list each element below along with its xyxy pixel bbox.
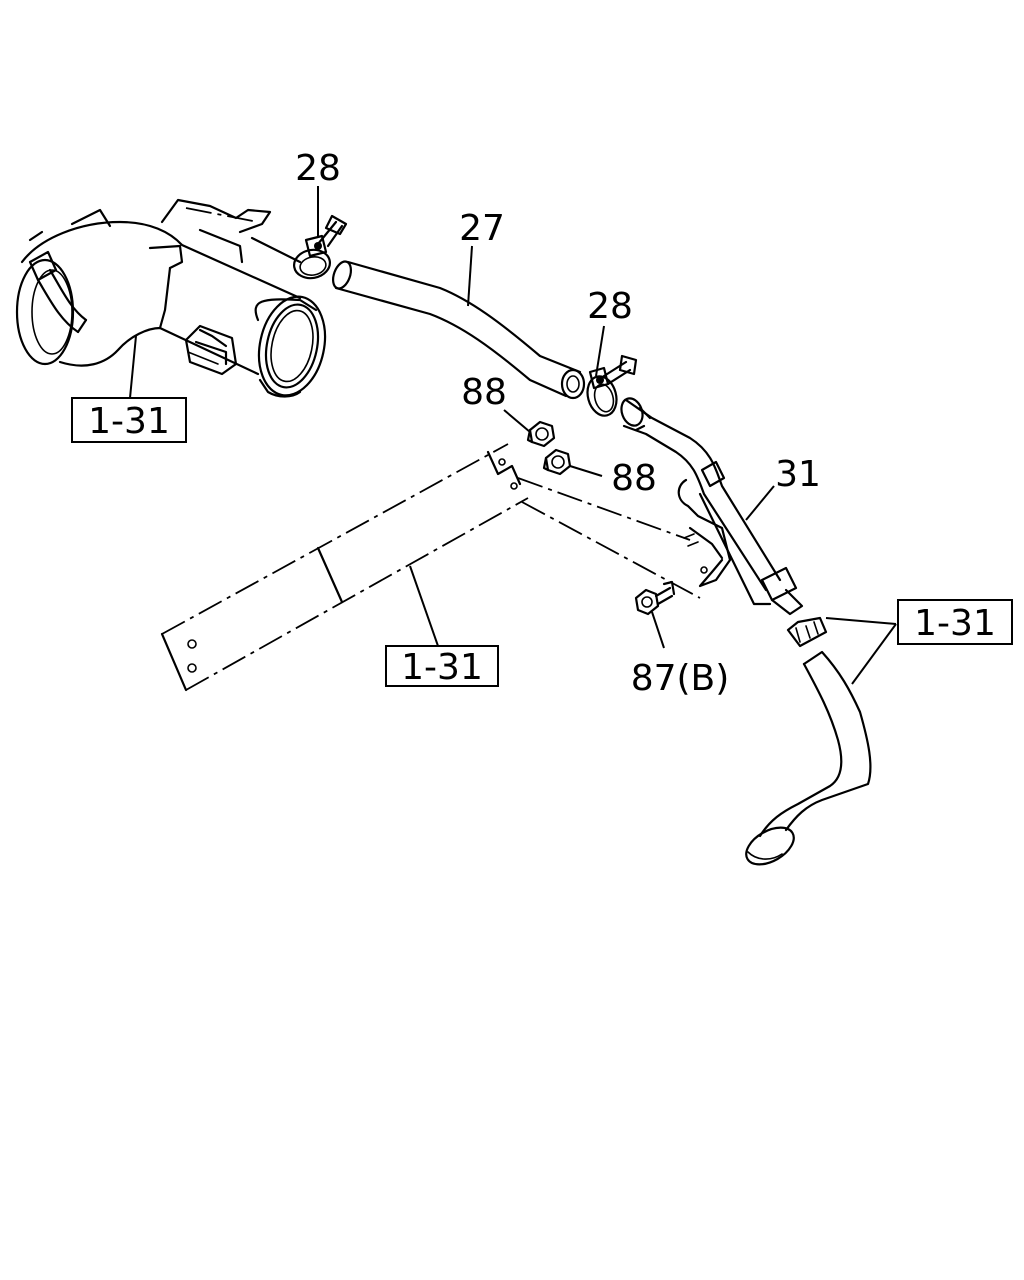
callout-27: 27 (459, 208, 505, 249)
nut-88-upper (526, 420, 556, 448)
pipe-31 (620, 397, 804, 616)
leader-lines (129, 186, 897, 685)
ref-box-air-duct: 1-31 (71, 397, 187, 443)
callout-28-lower: 28 (587, 286, 633, 327)
hose-clamp-upper (293, 214, 348, 280)
callout-88-lower: 88 (611, 458, 657, 499)
ref-box-lower-hose: 1-31 (897, 599, 1013, 645)
hose-clamp-lower (586, 354, 638, 417)
bolt-87b (634, 580, 676, 616)
ref-box-bracket-label: 1-31 (401, 647, 483, 688)
long-bracket (160, 443, 701, 692)
callout-31: 31 (775, 454, 821, 495)
callout-28-upper: 28 (295, 148, 341, 189)
ref-box-lower-hose-label: 1-31 (914, 603, 996, 644)
nut-88-lower (542, 448, 572, 476)
callout-87b: 87(B) (631, 658, 730, 699)
air-duct-assembly (15, 198, 327, 398)
ref-box-bracket: 1-31 (385, 645, 499, 688)
hose-27 (331, 260, 586, 400)
ref-box-air-duct-label: 1-31 (88, 401, 170, 442)
callout-88-upper: 88 (461, 372, 507, 413)
lower-hose (745, 616, 872, 866)
